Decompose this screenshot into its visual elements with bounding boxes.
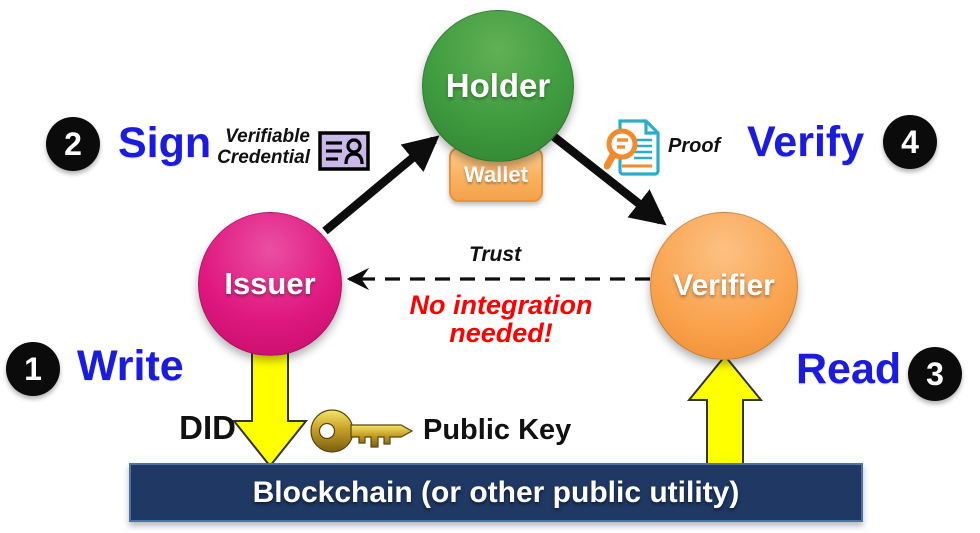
vc-line1: Verifiable <box>225 126 310 147</box>
step-1-number: 1 <box>24 350 42 387</box>
blockchain-label: Blockchain (or other public utility) <box>252 475 740 509</box>
wallet-label: Wallet <box>464 161 528 187</box>
public-key-label: Public Key <box>423 414 572 446</box>
step-2-badge: 2 <box>46 117 100 171</box>
proof-label: Proof <box>668 135 721 157</box>
gold-key-icon <box>310 409 414 453</box>
step-write-label: Write <box>77 342 184 390</box>
did-label: DID <box>179 409 236 446</box>
step-4-number: 4 <box>901 123 919 160</box>
holder-circle: Holder <box>422 10 574 162</box>
step-2-number: 2 <box>64 125 82 162</box>
blockchain-bar: Blockchain (or other public utility) <box>129 463 863 522</box>
trust-label: Trust <box>468 243 522 266</box>
step-3-number: 3 <box>926 355 944 392</box>
id-card-icon <box>318 131 370 171</box>
no-integration-text: No integration needed! <box>409 290 593 349</box>
verifier-label: Verifier <box>673 269 775 302</box>
vc-line2: Credential <box>217 147 310 169</box>
write-arrow <box>231 349 309 468</box>
step-3-badge: 3 <box>908 347 962 401</box>
magnifier-document-icon <box>604 119 660 176</box>
issuer-circle: Issuer <box>198 212 342 356</box>
verifiable-credential-label: Verifiable Credential <box>200 126 310 169</box>
step-1-badge: 1 <box>6 342 60 396</box>
holder-label: Holder <box>445 67 551 104</box>
step-verify-label: Verify <box>747 118 865 166</box>
step-sign-label: Sign <box>118 119 212 167</box>
wallet-box: Wallet <box>449 147 543 202</box>
step-read-label: Read <box>796 345 902 393</box>
step-4-badge: 4 <box>883 115 937 169</box>
read-arrow <box>686 354 764 469</box>
issue-arrow <box>322 135 440 235</box>
present-arrow <box>550 132 667 226</box>
verifier-circle: Verifier <box>650 212 798 360</box>
issuer-label: Issuer <box>224 266 316 301</box>
